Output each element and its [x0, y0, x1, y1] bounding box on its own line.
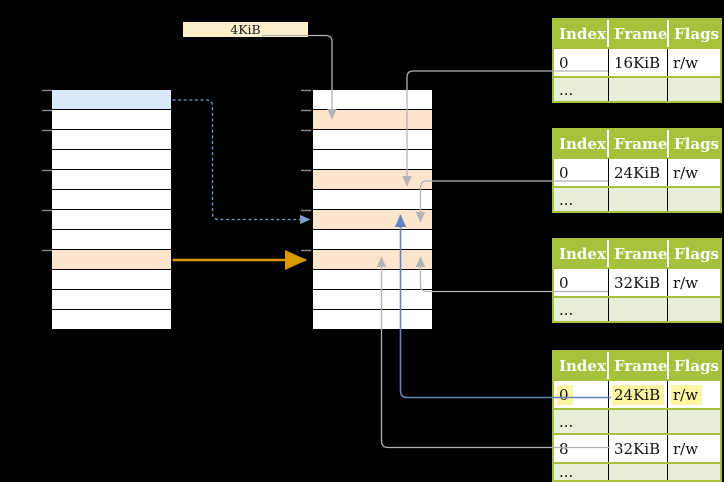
physical-memory-row-2 [313, 130, 432, 149]
virtual-memory-row-1 [52, 110, 171, 129]
page-table-2-header-flags: Flags [669, 130, 720, 157]
page-table-1-row-0-flags: r/w [667, 49, 720, 76]
page-table-2-row-1-frame [608, 188, 667, 211]
physical-address-ticks [301, 89, 311, 252]
page-table-4-row-3-flags [667, 464, 720, 480]
physical-memory-column [313, 90, 432, 329]
highlighted-value: 24KiB [612, 384, 665, 405]
page-table-1-row-0-index: 0 [559, 53, 569, 72]
page-table-3-row-1-index: ... [559, 300, 574, 319]
page-table-3-header-flags: Flags [669, 240, 720, 267]
physical-memory-row-11 [313, 310, 432, 329]
page-table-4-row-1-index: ... [559, 412, 574, 431]
virtual-memory-column [52, 90, 171, 329]
physical-memory-row-6 [313, 210, 432, 229]
page-table-4-row-1-flags [667, 410, 720, 433]
page-table-3-row-0-frame: 32KiB [608, 269, 667, 296]
page-table-2-row-1: ... [554, 188, 720, 211]
page-table-1-header-flags: Flags [669, 20, 720, 47]
connector-virtual-page-to-frame-dashed [172, 99, 311, 225]
virtual-memory-row-9 [52, 270, 171, 289]
page-table-4-row-1: ... [554, 410, 720, 433]
page-table-4-header-frame: Frame [609, 352, 667, 379]
page-table-4-row-2-index: 8 [559, 439, 569, 458]
page-table-1-row-1-index: ... [559, 80, 574, 99]
physical-memory-row-10 [313, 290, 432, 309]
virtual-memory-row-0 [52, 90, 171, 109]
virtual-memory-row-4 [52, 170, 171, 189]
page-table-4-header-flags: Flags [669, 352, 720, 379]
page-table-4-row-0-flags: r/w [667, 381, 720, 408]
physical-memory-row-9 [313, 270, 432, 289]
virtual-memory-row-11 [52, 310, 171, 329]
highlighted-value: 0 [557, 384, 573, 405]
page-table-1-header-index: Index [554, 20, 607, 47]
page-table-2-row-0-flags: r/w [667, 159, 720, 186]
physical-memory-row-3 [313, 150, 432, 169]
page-table-3-header-frame: Frame [609, 240, 667, 267]
page-table-3-row-1: ... [554, 298, 720, 321]
page-table-1-row-1-flags [667, 78, 720, 101]
virtual-memory-row-2 [52, 130, 171, 149]
page-table-4-row-0: 0 24KiB r/w [554, 381, 720, 408]
virtual-address-ticks [42, 89, 52, 252]
page-table-3-header-index: Index [554, 240, 607, 267]
virtual-memory-row-10 [52, 290, 171, 309]
virtual-memory-row-6 [52, 210, 171, 229]
virtual-memory-row-7 [52, 230, 171, 249]
physical-memory-row-0 [313, 90, 432, 109]
page-table-1-row-0-frame: 16KiB [608, 49, 667, 76]
page-table-1-row-1: ... [554, 78, 720, 101]
page-table-2-row-0-index: 0 [559, 163, 569, 182]
page-table-3-row-0-flags: r/w [667, 269, 720, 296]
virtual-memory-row-3 [52, 150, 171, 169]
page-table-4-header-index: Index [554, 352, 607, 379]
page-table-4-row-0-index: 0 [554, 381, 608, 408]
physical-memory-row-7 [313, 230, 432, 249]
highlighted-value: r/w [671, 384, 703, 405]
physical-memory-row-5 [313, 190, 432, 209]
physical-memory-row-1 [313, 110, 432, 129]
page-table-2-row-0-frame: 24KiB [608, 159, 667, 186]
page-table-2-header-frame: Frame [609, 130, 667, 157]
page-table-4-row-3-index: ... [559, 464, 574, 480]
page-table-4-row-2-flags: r/w [667, 435, 720, 462]
page-table-3-row-0-index: 0 [559, 273, 569, 292]
physical-memory-row-4 [313, 170, 432, 189]
page-table-4-row-0-frame: 24KiB [608, 381, 667, 408]
page-table-4-row-1-frame [608, 410, 667, 433]
page-table-2-row-1-flags [667, 188, 720, 211]
page-table-3-row-1-frame [608, 298, 667, 321]
page-table-4-row-3: ... [554, 464, 720, 480]
page-table-4-row-3-frame [608, 464, 667, 480]
page-size-label: 4KiB [183, 22, 308, 37]
page-table-2-row-1-index: ... [559, 190, 574, 209]
page-table-2-header-index: Index [554, 130, 607, 157]
virtual-memory-row-8 [52, 250, 171, 269]
virtual-memory-row-5 [52, 190, 171, 209]
page-table-3-row-1-flags [667, 298, 720, 321]
physical-memory-row-8 [313, 250, 432, 269]
page-table-4-row-2-frame: 32KiB [608, 435, 667, 462]
page-table-1-header-frame: Frame [609, 20, 667, 47]
page-table-1-row-1-frame [608, 78, 667, 101]
